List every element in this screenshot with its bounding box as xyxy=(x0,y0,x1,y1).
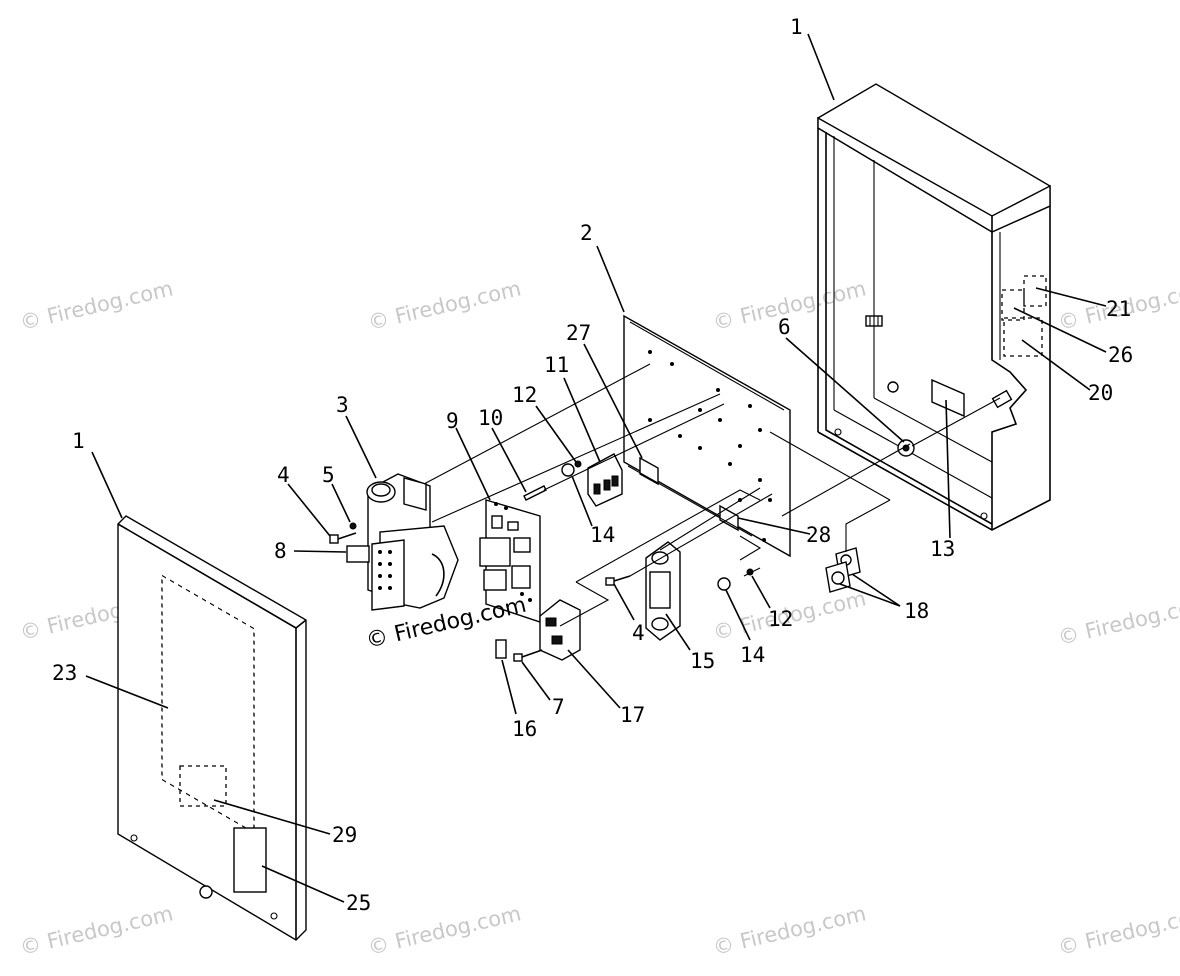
label-side-mid xyxy=(1001,289,1025,321)
callout-circuit-board: 9 xyxy=(446,409,459,433)
callout-relay: 15 xyxy=(690,649,715,673)
callout-label-cover-large: 23 xyxy=(52,661,77,685)
screw-fuse xyxy=(513,649,543,662)
callout-label-cover-bottom: 25 xyxy=(346,891,371,915)
nut-upper xyxy=(561,463,575,477)
circuit-board xyxy=(479,499,541,623)
callout-label-small: 8 xyxy=(274,539,287,563)
callout-washer-small: 5 xyxy=(322,463,335,487)
callout-grommet: 6 xyxy=(778,315,791,339)
screw-mid xyxy=(605,575,631,586)
callout-fuse-holder: 17 xyxy=(620,703,645,727)
label-side-lower xyxy=(1003,317,1043,357)
callout-screw-fuse: 7 xyxy=(552,695,565,719)
ground-lugs xyxy=(825,547,861,593)
callout-ground-lugs: 18 xyxy=(904,599,929,623)
label-side-upper xyxy=(1023,275,1047,307)
watermark: © Firedog.com xyxy=(366,901,524,960)
callout-labels: 1 1 2 3 4 5 8 9 10 12 11 27 6 21 26 20 1… xyxy=(52,15,1133,915)
label-panel-lower xyxy=(719,504,739,532)
callout-nut-lower: 14 xyxy=(740,643,765,667)
callout-label-inside: 13 xyxy=(930,537,955,561)
callout-fuse: 16 xyxy=(512,717,537,741)
fuse xyxy=(495,639,507,659)
callout-label-panel-lower: 28 xyxy=(806,523,831,547)
callout-bracket: 3 xyxy=(336,393,349,417)
callout-back-panel: 2 xyxy=(580,221,593,245)
watermark: © Firedog.com xyxy=(1056,901,1180,960)
callout-nut-upper: 14 xyxy=(590,523,615,547)
callout-screw-mid: 4 xyxy=(632,621,645,645)
callout-label-side-mid: 26 xyxy=(1108,343,1133,367)
label-cover-bottom xyxy=(233,827,267,893)
callout-standoff: 10 xyxy=(478,406,503,430)
front-cover xyxy=(117,515,307,941)
stud xyxy=(865,315,883,327)
callout-label-cover-mid: 29 xyxy=(332,823,357,847)
standoff xyxy=(523,485,547,501)
callout-label-side-lower: 20 xyxy=(1088,381,1113,405)
callout-lockwasher-lower: 12 xyxy=(768,607,793,631)
bracket xyxy=(366,473,459,611)
nut-lower xyxy=(717,577,731,591)
fuse-holder xyxy=(539,599,581,661)
watermark: © Firedog.com xyxy=(18,276,176,335)
enclosure-box xyxy=(817,83,1051,531)
callout-front-cover: 1 xyxy=(72,429,85,453)
screw-left xyxy=(329,532,357,544)
callout-label-panel-upper: 27 xyxy=(566,321,591,345)
stud xyxy=(991,389,1013,409)
callout-lockwasher-upper: 12 xyxy=(512,383,537,407)
label-panel-upper xyxy=(639,456,659,486)
callout-screw-left: 4 xyxy=(277,463,290,487)
lockwasher-upper xyxy=(574,460,582,468)
washer-small xyxy=(349,522,357,530)
label-cover-mid xyxy=(179,765,227,807)
callout-terminal-block: 11 xyxy=(544,353,569,377)
label-inside xyxy=(931,378,965,418)
terminal-block xyxy=(587,453,623,507)
relay xyxy=(645,541,681,641)
watermark: © Firedog.com xyxy=(18,901,176,960)
leader-lines xyxy=(85,33,1107,903)
back-panel xyxy=(623,314,791,558)
watermark: © Firedog.com xyxy=(1056,591,1180,650)
label-small xyxy=(346,545,370,563)
assembly-lines xyxy=(423,363,1001,627)
watermark: © Firedog.com xyxy=(366,276,524,335)
watermark: © Firedog.com xyxy=(711,901,869,960)
callout-label-side-upper: 21 xyxy=(1106,297,1131,321)
callout-enclosure-box: 1 xyxy=(790,15,803,39)
